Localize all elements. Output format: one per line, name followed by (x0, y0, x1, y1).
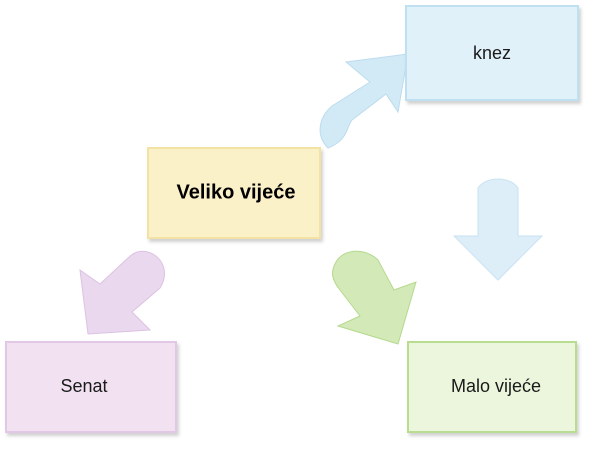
node-senat: Senat (5, 341, 177, 433)
arrow-knez-to-malo (452, 178, 544, 281)
node-malo-vijece-box (407, 341, 577, 433)
node-senat-label: Senat (60, 376, 107, 396)
node-malo-vijece: Malo vijeće (407, 341, 577, 433)
node-senat-box (5, 341, 177, 433)
node-veliko-vijece-box (147, 147, 321, 239)
node-knez-label: knez (473, 43, 511, 63)
node-veliko-vijece-label: Veliko vijeće (177, 181, 296, 203)
node-knez: knez (405, 5, 579, 101)
node-malo-vijece-label: Malo vijeće (451, 376, 541, 396)
arrow-veliko-to-senat (79, 250, 165, 335)
node-knez-box (405, 5, 579, 101)
node-veliko-vijece: Veliko vijeće (147, 147, 321, 239)
arrow-veliko-to-malo (332, 250, 417, 345)
arrow-veliko-to-knez (319, 53, 409, 149)
